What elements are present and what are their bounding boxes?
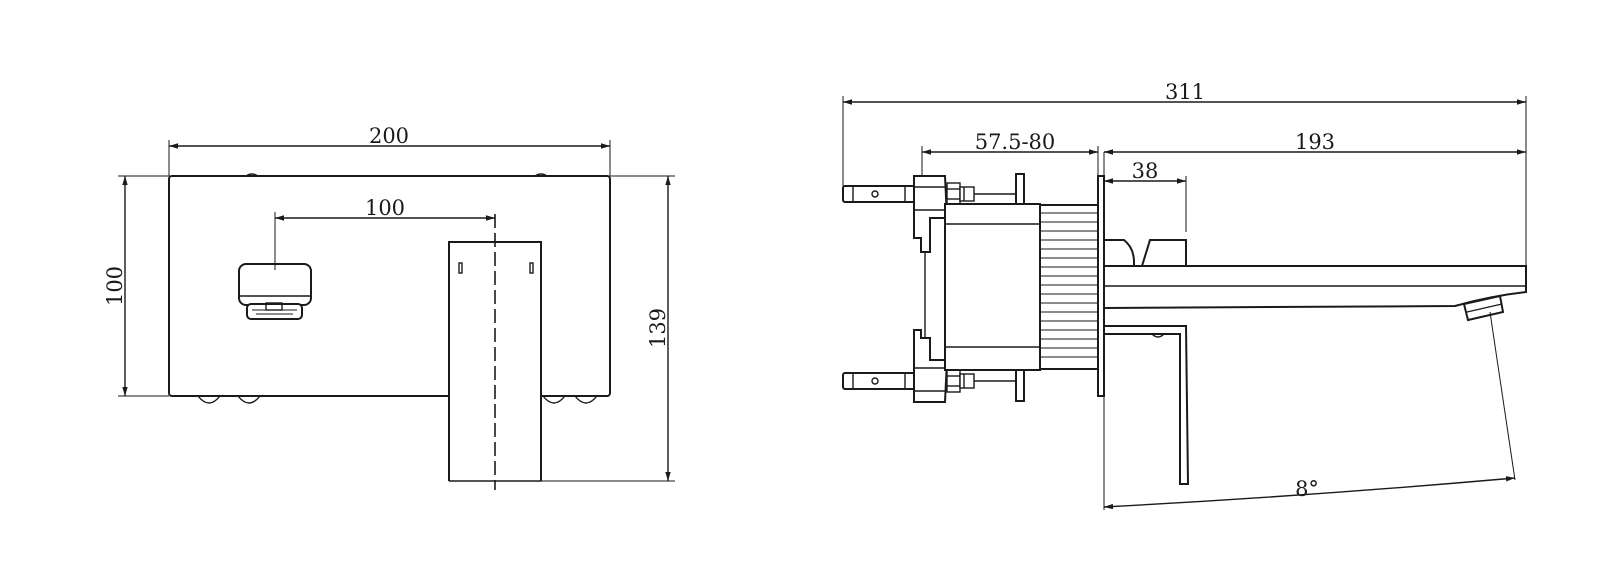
dim-100-vertical-label: 100 (103, 266, 127, 306)
valve-body (944, 203, 1041, 371)
spindle-top (842, 185, 916, 203)
dim-200: 200 (168, 124, 611, 176)
dim-100-vertical: 100 (103, 175, 169, 397)
dim-angle-8-label: 8° (1295, 477, 1319, 501)
threaded-sleeve (1039, 204, 1101, 370)
bracket-top (913, 175, 949, 253)
dim-100-horizontal: 100 (274, 196, 495, 270)
front-plate-outline (168, 175, 611, 397)
dim-193: 193 (1104, 130, 1527, 266)
plate-feet (197, 395, 598, 404)
dim-angle-8: 8° (1103, 311, 1516, 510)
front-view: 200 100 100 139 (103, 124, 675, 490)
dim-57-5-80-label: 57.5-80 (975, 130, 1056, 154)
dim-57-5-80: 57.5-80 (921, 130, 1099, 176)
dim-311: 311 (842, 80, 1527, 186)
dim-139-label: 139 (646, 308, 670, 348)
bracket-bottom (913, 329, 949, 403)
dim-193-label: 193 (1295, 130, 1335, 154)
dim-139: 139 (541, 175, 675, 482)
side-spout (1103, 265, 1527, 322)
side-view: 311 57.5-80 193 38 8° (842, 80, 1527, 510)
dim-311-label: 311 (1165, 80, 1205, 104)
nuts (946, 182, 975, 393)
dim-200-label: 200 (369, 124, 409, 148)
spindle-bottom (842, 372, 916, 390)
dim-100-horizontal-label: 100 (365, 196, 405, 220)
front-handle (238, 263, 312, 320)
dim-38-label: 38 (1132, 159, 1159, 183)
dim-38: 38 (1103, 152, 1187, 232)
side-handle (1103, 239, 1190, 485)
